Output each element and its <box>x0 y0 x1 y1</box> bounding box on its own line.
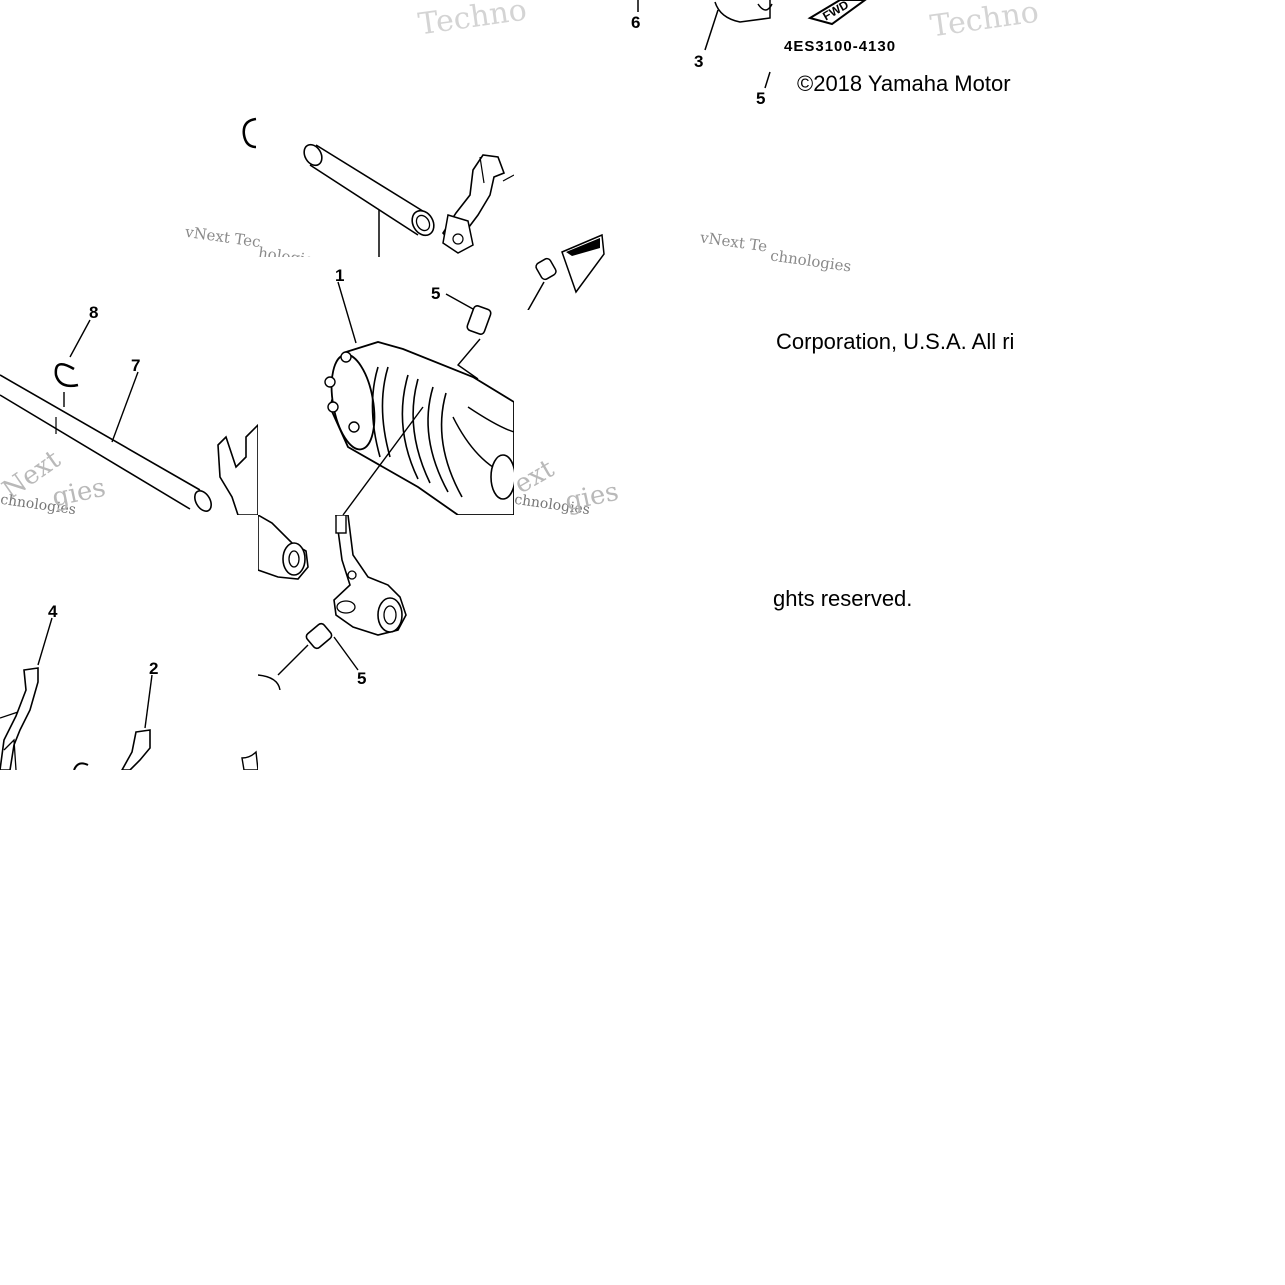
callout-5-middle: 5 <box>431 284 441 303</box>
callout-3: 3 <box>694 52 704 71</box>
fragment-drawing <box>258 515 407 690</box>
callout-2: 2 <box>149 659 159 678</box>
fragment-drawing <box>0 319 258 515</box>
diagram-fragment-bottom-left <box>0 600 258 770</box>
fragment-drawing <box>527 233 605 310</box>
callout-1: 1 <box>335 266 345 285</box>
fragment-drawing <box>242 117 257 149</box>
fragment-drawing <box>324 281 514 515</box>
watermark-text: Techno <box>416 0 529 43</box>
fwd-arrow-icon: FWD <box>807 0 867 26</box>
fragment-drawing <box>303 143 514 257</box>
copyright-line-1: ©2018 Yamaha Motor <box>797 71 1011 96</box>
watermark-text: vNext Tec <box>184 222 262 252</box>
copyright-line-2: Corporation, U.S.A. All ri <box>776 329 1015 354</box>
callout-4: 4 <box>48 602 58 621</box>
fragment-drawing: FWD <box>637 0 867 89</box>
watermark-text: ext <box>509 453 560 501</box>
diagram-fragment-fwd <box>514 230 606 310</box>
callout-5-bottom: 5 <box>357 669 367 688</box>
watermark-text: chnologies <box>769 246 853 276</box>
callout-5-top: 5 <box>756 89 766 108</box>
watermark-text: chnologies <box>513 491 591 519</box>
copyright-line-3: ghts reserved. <box>773 586 913 611</box>
fragment-drawing <box>0 617 258 770</box>
diagram-fragment-left <box>0 257 258 515</box>
diagram-fragment-lower <box>258 515 514 690</box>
watermark-text: vNext Te <box>699 228 769 256</box>
circlip-top <box>238 113 258 153</box>
callout-6: 6 <box>631 13 641 32</box>
diagram-fragment-top-right: FWD <box>620 0 1030 110</box>
watermark-text: gies <box>562 476 622 518</box>
fwd-arrow-icon <box>561 233 605 294</box>
diagram-fragment-center <box>258 257 514 515</box>
diagram-fragment-upper <box>258 115 514 257</box>
callout-7: 7 <box>131 356 141 375</box>
callout-8: 8 <box>89 303 99 322</box>
part-number: 4ES3100-4130 <box>784 38 897 55</box>
